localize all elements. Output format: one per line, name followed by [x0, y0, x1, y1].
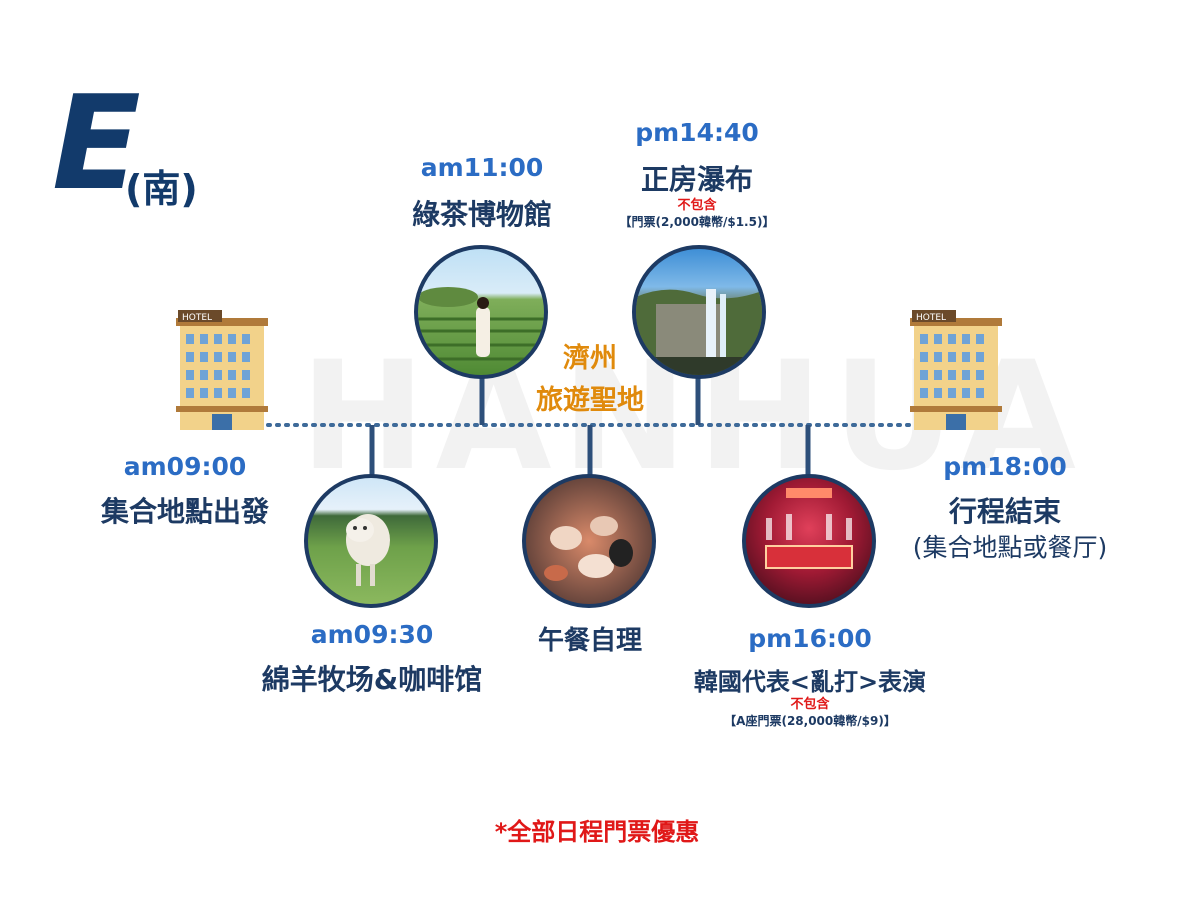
green-tea-photo: [414, 245, 548, 379]
nanta-ticket: 【A座門票(28,000韓幣/$9)】: [724, 714, 896, 728]
lunch-title: 午餐自理: [537, 626, 642, 656]
tea-title: 綠茶博物館: [411, 198, 552, 231]
route-letter: E: [52, 67, 141, 219]
nanta-not-included: 不包含: [790, 697, 830, 712]
end-title: 行程結束: [948, 495, 1061, 528]
hotel-end-icon: HOTEL: [910, 308, 1002, 434]
waterfall-photo: [632, 245, 766, 379]
waterfall-not-included: 不包含: [677, 198, 717, 213]
sheep-title: 綿羊牧场&咖啡馆: [261, 663, 483, 696]
waterfall-title: 正房瀑布: [640, 163, 753, 196]
sheep-time: am09:30: [310, 620, 434, 649]
center-label-line2: 旅遊聖地: [536, 385, 644, 416]
sheep-photo: [304, 474, 438, 608]
hotel-sign: HOTEL: [182, 313, 212, 323]
hotel-start-icon: HOTEL: [176, 308, 268, 434]
center-label-line1: 濟州: [563, 343, 617, 374]
end-subtitle: (集合地點或餐厅): [912, 533, 1108, 562]
start-time: am09:00: [123, 452, 247, 481]
footer-note: *全部日程門票優惠: [494, 818, 700, 846]
tea-time: am11:00: [420, 153, 544, 182]
route-region: (南): [125, 167, 198, 211]
waterfall-ticket: 【門票(2,000韓幣/$1.5)】: [619, 215, 775, 229]
start-title: 集合地點出發: [100, 495, 269, 528]
nanta-title: 韓國代表<亂打>表演: [693, 668, 927, 696]
nanta-show-photo: [742, 474, 876, 608]
waterfall-time: pm14:40: [635, 118, 759, 147]
end-time: pm18:00: [943, 452, 1067, 481]
nanta-time: pm16:00: [748, 624, 872, 653]
lunch-seafood-photo: [522, 474, 656, 608]
hotel-sign: HOTEL: [916, 313, 946, 323]
